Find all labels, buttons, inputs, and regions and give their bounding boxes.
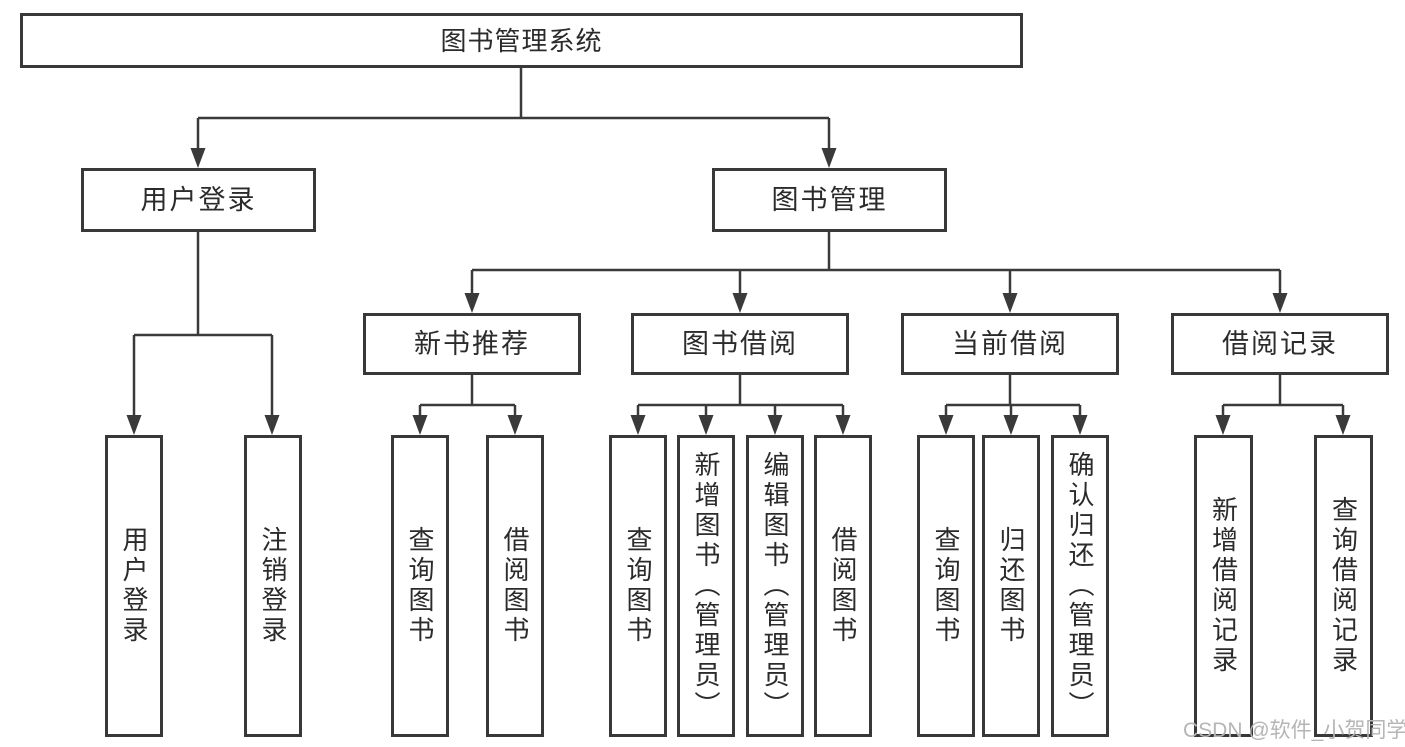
leaf-return-books: 归还图书	[982, 435, 1040, 737]
leaf-borrow-books-recommend: 借阅图书	[486, 435, 544, 737]
connector-user-login-children	[132, 232, 274, 415]
arrow-down-icon	[1003, 415, 1019, 435]
node-book-management-label: 图书管理	[771, 184, 888, 215]
connector-root-to-level2	[196, 68, 831, 148]
leaf-query-books-recommend-label: 查询图书	[405, 526, 435, 646]
arrow-down-icon	[835, 415, 851, 435]
connector-book-borrow-children	[636, 375, 845, 415]
leaf-query-books-current-label: 查询图书	[931, 526, 961, 646]
leaf-query-books-current: 查询图书	[917, 435, 975, 737]
leaf-query-books-label: 查询图书	[623, 526, 653, 646]
leaf-edit-books-admin-label: 编辑图书（管理员）	[760, 451, 790, 721]
leaf-add-borrow-record-label: 新增借阅记录	[1208, 496, 1239, 676]
leaf-user-login: 用户登录	[105, 435, 163, 737]
leaf-borrow-books: 借阅图书	[814, 435, 872, 737]
leaf-edit-books-admin: 编辑图书（管理员）	[746, 435, 804, 737]
connector-current-borrow-children	[944, 375, 1082, 415]
leaf-add-books-admin: 新增图书（管理员）	[677, 435, 735, 737]
leaf-query-borrow-record: 查询借阅记录	[1314, 435, 1373, 737]
arrow-down-icon	[264, 415, 280, 435]
leaf-return-books-label: 归还图书	[996, 526, 1026, 646]
arrow-down-icon	[126, 415, 142, 435]
arrow-down-icon	[1215, 415, 1231, 435]
arrow-down-icon	[630, 415, 646, 435]
arrow-down-icon	[1335, 415, 1351, 435]
node-new-book-recommend-label: 新书推荐	[414, 328, 530, 359]
arrow-down-icon	[698, 415, 714, 435]
leaf-user-login-label: 用户登录	[119, 526, 149, 646]
connector-new-book-recommend-children	[418, 375, 517, 415]
leaf-logout: 注销登录	[244, 435, 302, 737]
leaf-query-books-recommend: 查询图书	[391, 435, 449, 737]
node-borrow-records: 借阅记录	[1171, 313, 1389, 375]
connector-borrow-records-children	[1221, 375, 1345, 415]
node-user-login: 用户登录	[81, 168, 316, 232]
arrow-down-icon	[507, 415, 523, 435]
leaf-logout-label: 注销登录	[258, 526, 288, 646]
node-user-login-label: 用户登录	[140, 184, 257, 215]
leaf-query-books: 查询图书	[609, 435, 667, 737]
leaf-add-books-admin-label: 新增图书（管理员）	[691, 451, 721, 721]
leaf-borrow-books-label: 借阅图书	[828, 526, 858, 646]
node-current-borrow: 当前借阅	[901, 313, 1119, 375]
node-book-management: 图书管理	[712, 168, 947, 232]
arrow-down-icon	[1072, 415, 1088, 435]
leaf-add-borrow-record: 新增借阅记录	[1194, 435, 1253, 737]
arrow-down-icon	[732, 293, 748, 313]
node-root-label: 图书管理系统	[440, 25, 603, 56]
node-book-borrow-label: 图书借阅	[682, 328, 798, 359]
leaf-confirm-return-admin-label: 确认归还（管理员）	[1065, 451, 1095, 721]
node-book-borrow: 图书借阅	[631, 313, 849, 375]
node-root-system: 图书管理系统	[20, 13, 1023, 68]
arrow-down-icon	[1272, 293, 1288, 313]
watermark-text: CSDN @软件_小贺同学	[1183, 719, 1405, 742]
arrow-down-icon	[938, 415, 954, 435]
arrow-down-icon	[412, 415, 428, 435]
node-current-borrow-label: 当前借阅	[952, 328, 1068, 359]
leaf-borrow-books-recommend-label: 借阅图书	[500, 526, 530, 646]
arrow-down-icon	[1002, 293, 1018, 313]
arrow-down-icon	[464, 293, 480, 313]
leaf-confirm-return-admin: 确认归还（管理员）	[1051, 435, 1109, 737]
node-new-book-recommend: 新书推荐	[363, 313, 581, 375]
leaf-query-borrow-record-label: 查询借阅记录	[1328, 496, 1359, 676]
arrow-down-icon	[767, 415, 783, 435]
arrowheads	[126, 148, 1351, 435]
node-borrow-records-label: 借阅记录	[1222, 328, 1338, 359]
arrow-down-icon	[190, 148, 206, 168]
arrow-down-icon	[821, 148, 837, 168]
connector-book-management-children	[470, 232, 1282, 293]
